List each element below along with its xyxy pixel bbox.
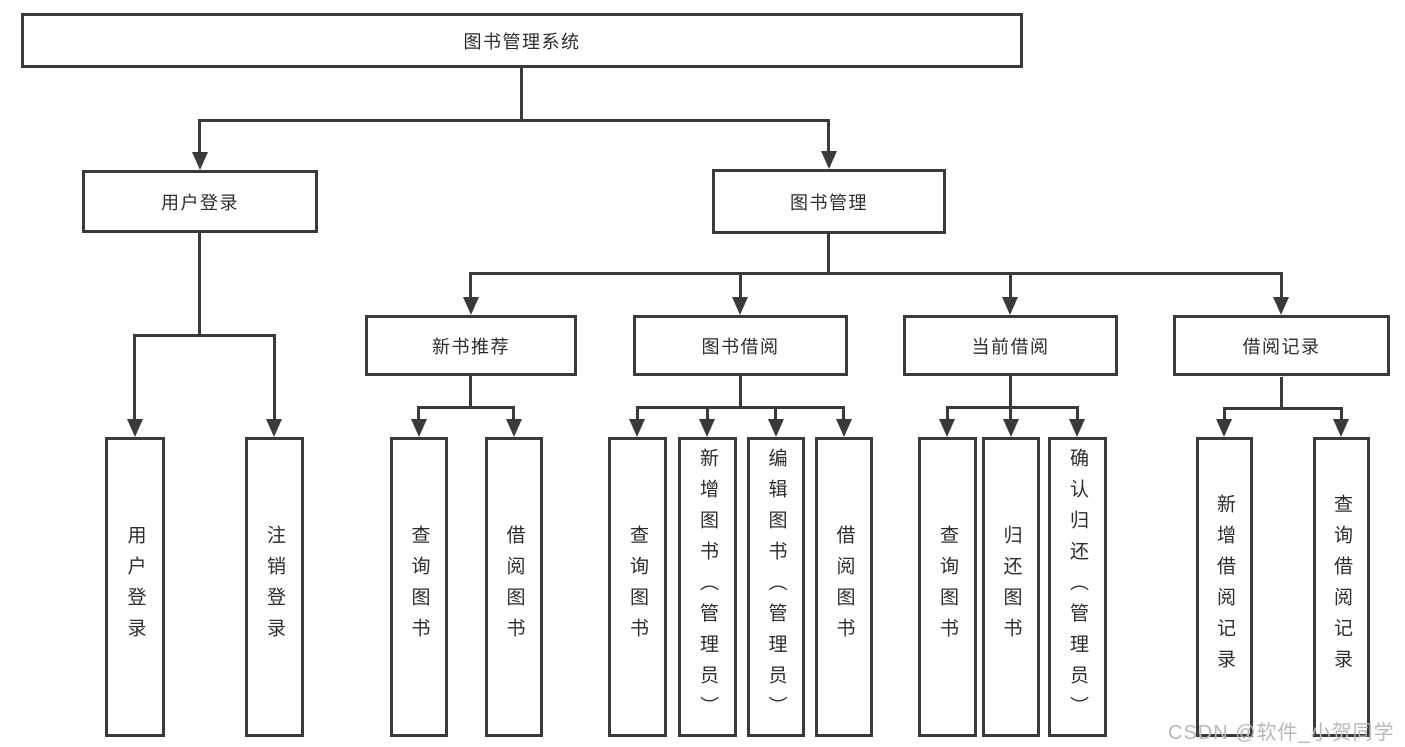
node-borrow-records: 借阅记录 [1173, 315, 1390, 376]
leaf-user-login: 用户登录 [105, 437, 165, 737]
leaf-add-borrow-record: 新增借阅记录 [1196, 437, 1253, 737]
connector-drop-query-book-3 [946, 406, 949, 422]
connector-drop-current-borrow [1009, 272, 1012, 300]
csdn-watermark: CSDN @软件_小贺同学 [1168, 722, 1395, 744]
connector-drop-book-management [827, 119, 830, 155]
node-label: 图书管理系统 [463, 31, 581, 52]
connector-drop-leaf-logout [273, 334, 276, 422]
connector-drop-borrow-book-1 [512, 406, 515, 422]
arrowhead-add-book [699, 419, 715, 437]
connector-drop-borrow-records [1280, 272, 1283, 300]
node-label: 确认归还（管理员） [1067, 447, 1088, 727]
node-label: 用户登录 [124, 525, 146, 649]
connector-user-login-stem [198, 233, 201, 337]
connector-drop-book-borrow [739, 272, 742, 300]
node-current-borrow: 当前借阅 [903, 315, 1118, 376]
connector-drop-edit-book [774, 406, 777, 422]
connector-user-login-hline [133, 334, 276, 337]
connector-book-management-stem [827, 234, 830, 275]
connector-drop-new-book [469, 272, 472, 300]
connector-drop-query-book-2 [636, 406, 639, 422]
arrowhead-borrow-book-2 [836, 419, 852, 437]
node-label: 借阅图书 [503, 525, 525, 649]
arrowhead-leaf-logout [266, 419, 282, 437]
node-label: 新书推荐 [432, 336, 510, 357]
leaf-add-book-admin: 新增图书（管理员） [678, 437, 737, 737]
leaf-query-book-recommend: 查询图书 [390, 437, 448, 737]
connector-root-hline [198, 119, 830, 122]
arrowhead-book-borrow [732, 297, 748, 315]
leaf-borrow-book-recommend: 借阅图书 [485, 437, 543, 737]
connector-new-book-hline [417, 406, 515, 409]
arrowhead-query-borrow-record [1333, 419, 1349, 437]
node-label: 用户登录 [161, 192, 239, 213]
connector-drop-query-book-1 [417, 406, 420, 422]
node-label: 新增图书（管理员） [697, 447, 718, 727]
node-user-login: 用户登录 [82, 170, 318, 233]
connector-drop-return-book [1009, 406, 1012, 422]
connector-drop-add-borrow-record [1223, 407, 1226, 422]
node-label: 查询图书 [408, 525, 430, 649]
node-label: 查询图书 [937, 525, 958, 649]
node-label: 归还图书 [1000, 525, 1022, 649]
connector-drop-query-borrow-record [1340, 407, 1343, 422]
arrowhead-current-borrow [1002, 297, 1018, 315]
node-label: 借阅图书 [833, 525, 855, 649]
connector-drop-confirm-return [1076, 406, 1079, 422]
connector-book-management-hline [469, 272, 1282, 275]
leaf-edit-book-admin: 编辑图书（管理员） [747, 437, 805, 737]
node-label: 图书借阅 [701, 336, 780, 357]
node-label: 查询借阅记录 [1331, 494, 1352, 680]
leaf-confirm-return-admin: 确认归还（管理员） [1048, 437, 1107, 737]
leaf-return-book: 归还图书 [982, 437, 1040, 737]
node-label: 借阅记录 [1242, 336, 1321, 357]
arrowhead-query-book-2 [629, 419, 645, 437]
arrowhead-book-management [821, 151, 837, 169]
arrowhead-leaf-login [127, 419, 143, 437]
connector-drop-add-book [706, 406, 709, 422]
node-label: 查询图书 [627, 525, 648, 649]
node-new-book-recommend: 新书推荐 [365, 315, 577, 376]
connector-book-borrow-stem [739, 376, 742, 409]
arrowhead-add-borrow-record [1216, 419, 1232, 437]
leaf-query-book-borrow: 查询图书 [608, 437, 667, 737]
node-label: 编辑图书（管理员） [765, 447, 787, 727]
connector-borrow-records-stem [1280, 377, 1283, 410]
node-book-borrow: 图书借阅 [633, 315, 848, 376]
arrowhead-new-book [463, 297, 479, 315]
leaf-borrow-book: 借阅图书 [815, 437, 873, 737]
node-label: 当前借阅 [971, 336, 1050, 357]
connector-drop-user-login [198, 119, 201, 155]
leaf-logout-login: 注销登录 [245, 437, 304, 737]
connector-root-stem [520, 68, 523, 122]
connector-current-borrow-stem [1009, 376, 1012, 409]
arrowhead-query-book-1 [411, 419, 427, 437]
arrowhead-borrow-book-1 [506, 419, 522, 437]
arrowhead-user-login [192, 152, 208, 170]
arrowhead-edit-book [768, 419, 784, 437]
node-library-management-system: 图书管理系统 [21, 13, 1023, 68]
arrowhead-return-book [1003, 419, 1019, 437]
arrowhead-confirm-return [1069, 419, 1085, 437]
connector-book-borrow-hline [636, 406, 845, 409]
arrowhead-borrow-records [1273, 297, 1289, 315]
connector-new-book-stem [469, 376, 472, 409]
connector-borrow-records-hline [1223, 407, 1343, 410]
node-book-management: 图书管理 [712, 169, 946, 234]
arrowhead-query-book-3 [939, 419, 955, 437]
leaf-query-book-current: 查询图书 [918, 437, 977, 737]
node-label: 新增借阅记录 [1214, 494, 1235, 680]
node-label: 注销登录 [264, 525, 285, 649]
leaf-query-borrow-record: 查询借阅记录 [1313, 437, 1370, 737]
connector-drop-borrow-book-2 [842, 406, 845, 422]
connector-drop-leaf-login [133, 334, 136, 422]
node-label: 图书管理 [790, 192, 868, 213]
connector-current-borrow-hline [946, 406, 1079, 409]
